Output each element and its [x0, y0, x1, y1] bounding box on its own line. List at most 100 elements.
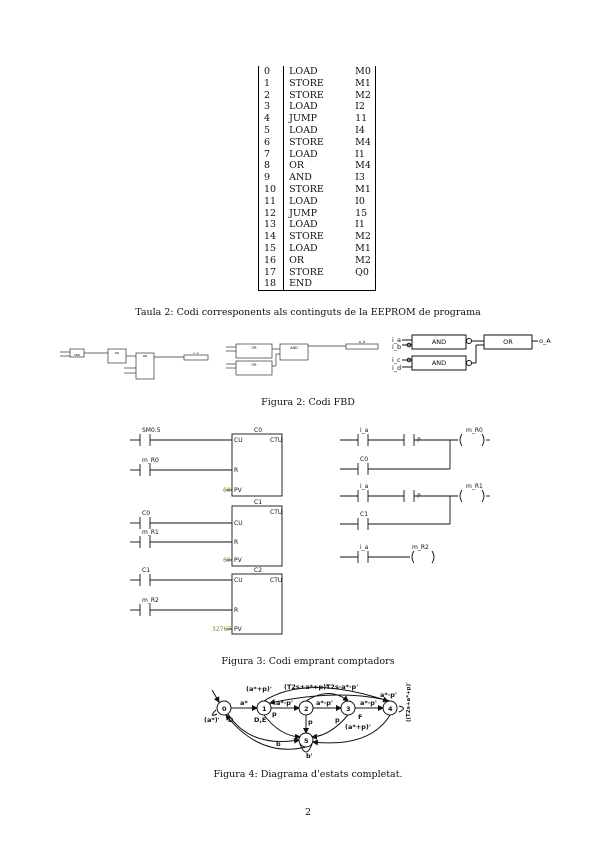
st-right4: ((T2s+a*+p)'	[406, 682, 412, 722]
rung1-coil: m_R1	[466, 483, 483, 490]
table-cell-n: 5	[258, 124, 285, 137]
fbd-out: o_A	[539, 337, 551, 345]
table-cell-op: LOAD	[289, 242, 318, 254]
c1-pv: PV	[234, 557, 243, 564]
c2-r: R	[234, 607, 238, 614]
fbd-mid-small	[226, 343, 379, 376]
c2-in2: m_R2	[142, 597, 159, 604]
table-cell-n: 4	[258, 113, 285, 125]
table-cell-op: JUMP	[289, 113, 318, 125]
table-row: 6 STORE M4	[258, 136, 376, 149]
table-row: 11 LOAD I0	[258, 195, 376, 208]
fbd-ms-out: o_A	[359, 340, 366, 344]
table-cell-op: STORE	[289, 231, 324, 243]
table-cell-arg: M4	[355, 136, 371, 148]
rung2-c1: i_a	[360, 544, 369, 551]
table-cell-op: STORE	[289, 136, 324, 148]
c1-in1: C0	[142, 510, 150, 517]
c1-r: R	[234, 539, 238, 546]
table-cell-n: 7	[258, 148, 285, 161]
table-cell-op: LOAD	[289, 101, 318, 113]
fbd-right	[402, 334, 538, 371]
c0-r: R	[234, 467, 238, 474]
states-caption: Figura 4: Diagrama d'estats completat.	[213, 769, 403, 780]
table-cell-arg: M4	[355, 160, 371, 172]
c0-title: C0	[254, 427, 262, 434]
st-top3: T2s·a*·p'	[326, 683, 358, 691]
c2-title: C2	[254, 567, 262, 574]
table-caption: Taula 2: Codi corresponents als contingu…	[135, 307, 481, 318]
st-l3: (a*+p)'	[345, 723, 371, 731]
rung0-coil: m_R0	[466, 427, 483, 434]
table-cell-op: LOAD	[289, 219, 318, 231]
table-cell-n: 18	[258, 278, 285, 292]
page-number: 2	[304, 807, 312, 818]
table-cell-n: 11	[258, 195, 285, 208]
table-cell-n: 6	[258, 136, 285, 149]
table-cell-n: 1	[258, 77, 285, 90]
table-cell-op: LOAD	[289, 195, 318, 207]
st-e23: a*·p'	[316, 699, 333, 707]
table-cell-n: 9	[258, 172, 285, 184]
table-cell-n: 3	[258, 101, 285, 114]
c0-cu: CU	[234, 437, 243, 444]
fbd-and1: AND	[432, 338, 446, 346]
st-e12: a*·p'	[276, 699, 293, 707]
fbd-ms-b2: AND	[290, 346, 298, 350]
st-p2: p	[308, 718, 313, 726]
table-cell-arg: I3	[355, 172, 365, 184]
table-cell-op: STORE	[289, 266, 324, 278]
c2-pv: PV	[234, 626, 243, 633]
table-cell-n: 0	[258, 66, 285, 78]
st-p3: p	[335, 716, 340, 724]
c0-in1: SM0.5	[142, 427, 161, 434]
table-cell-arg: Q0	[355, 266, 369, 278]
rung0-c3: C0	[360, 456, 368, 463]
st-loop0: (a*)'	[204, 716, 220, 724]
table-cell-op: STORE	[289, 183, 324, 195]
c1-pv-value: 60	[223, 557, 231, 564]
table-cell-arg: 15	[355, 207, 368, 219]
c2-in1: C1	[142, 567, 150, 574]
fbd-or: OR	[503, 338, 513, 346]
table-row: 9 AND I3	[258, 172, 376, 184]
st-top2: (T2s+a*+p)'	[284, 683, 328, 691]
table-cell-n: 13	[258, 219, 285, 232]
fbd-in-b: i_b	[392, 343, 401, 351]
c2-cu: CU	[234, 577, 243, 584]
table-cell-arg: M0	[355, 66, 371, 77]
state-diagram: 0 1 2 3 4 5 a* a*·p' a*·p' a*·p' (a*)' D…	[204, 682, 412, 760]
table-cell-n: 8	[258, 160, 285, 173]
table-cell-arg: I4	[355, 124, 365, 136]
table-cell-arg	[351, 278, 376, 292]
table-cell-op: END	[283, 278, 352, 292]
table-cell-arg: M2	[355, 254, 371, 266]
fbd-caption: Figura 2: Codi FBD	[261, 397, 355, 408]
table-cell-arg: 11	[355, 113, 368, 125]
fbd-in-c: i_c	[392, 356, 401, 364]
st-n4: 4	[388, 705, 393, 713]
table-cell-arg: I0	[355, 195, 365, 207]
fbd-in-d: i_d	[392, 364, 401, 372]
rung1-c1: i_a	[360, 483, 369, 490]
c0-pv: PV	[234, 487, 243, 494]
table-cell-arg: I1	[355, 148, 365, 160]
st-out3: F	[358, 713, 362, 721]
st-out0: D	[228, 716, 234, 724]
fbd-and2: AND	[432, 359, 446, 367]
fbd-in-a: i_a	[392, 336, 401, 344]
table-cell-op: JUMP	[289, 207, 318, 219]
st-e34: a*·p'	[360, 699, 377, 707]
table-cell-op: AND	[289, 172, 312, 184]
